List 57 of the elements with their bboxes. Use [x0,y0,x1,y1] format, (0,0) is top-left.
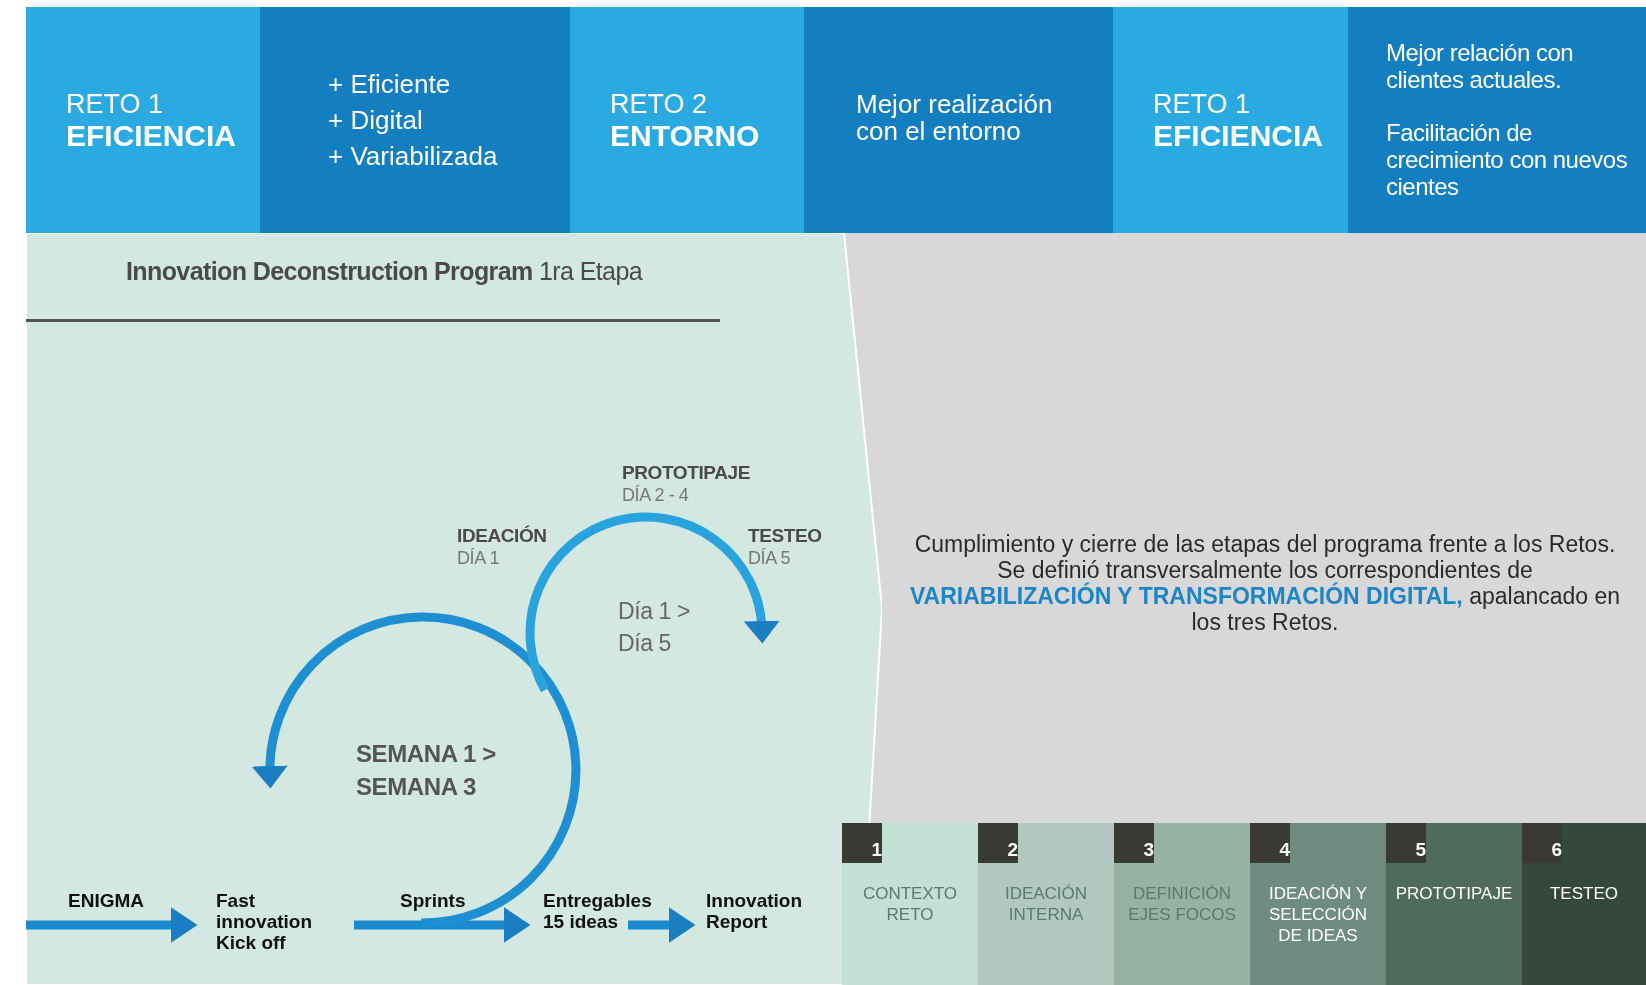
arrow [628,907,696,943]
section-heading: Innovation Deconstruction Program 1ra Etapa [126,257,642,286]
benefit-text: Mejor realización con el entorno [856,91,1054,145]
challenge-number: RETO 1 [66,89,164,120]
step-column [1386,823,1522,985]
step-column [1250,823,1386,985]
challenge-number: RETO 1 [1153,89,1251,120]
edge-label: Sprints [400,890,466,912]
phase-day: DÍA 5 [748,548,791,569]
arrow [354,907,531,943]
number-tab: 2 [978,823,1018,863]
benefit-text: Mejor relación con clientes actuales. [1386,39,1575,93]
challenge-title: EFICIENCIA [1153,119,1323,153]
number-tab: 1 [842,823,882,863]
step-label: TESTEO [1549,883,1619,904]
phase-day: DÍA 2 - 4 [622,485,689,506]
challenge-number: RETO 2 [610,89,708,120]
step-column [842,823,978,985]
header-tile [26,7,260,233]
summary-panel [845,233,1646,823]
benefit-item: + Variabilizada [328,141,498,172]
step-label: DEFINICIÓN EJES FOCOS [1127,883,1237,925]
header-tile [804,7,1113,233]
benefit-text: Facilitación de crecimiento con nuevos cientes [1386,119,1629,200]
step-column [978,823,1114,985]
duration-label: Día 5 [618,630,671,657]
duration-label: SEMANA 1 > [356,740,496,768]
header-tile [1348,7,1646,233]
challenge-title: ENTORNO [610,119,760,153]
flow-step: Fast innovation Kick off [216,890,326,953]
flow-step: Entregables 15 ideas [543,890,673,932]
phase-title: IDEACIÓN [457,525,547,547]
benefit-item: + Eficiente [328,69,451,100]
phase-title: PROTOTIPAJE [622,462,750,484]
header-tile [260,7,570,233]
duration-label: Día 1 > [618,598,690,625]
step-label: IDEACIÓN Y SELECCIÓN DE IDEAS [1267,883,1369,946]
phase-day: DÍA 1 [457,548,500,569]
step-label: CONTEXTO RETO [861,883,959,925]
step-column [1114,823,1250,985]
flow-step: Innovation Report [706,890,836,932]
number-tab: 6 [1522,823,1562,863]
challenge-title: EFICIENCIA [66,119,236,153]
header-tile [1113,7,1348,233]
step-label: IDEACIÓN INTERNA [1003,883,1089,925]
number-tab: 3 [1114,823,1154,863]
step-label: PROTOTIPAJE [1394,883,1514,904]
number-tab: 4 [1250,823,1290,863]
summary-text: Cumplimiento y cierre de las etapas del programa frente a los Retos. Se definió transversalmente los correspondientes de VARIABILIZACIÓN Y TRANSFORMACIÓN DIGITAL, apalancado en los tres Retos. [908,531,1622,635]
benefit-item: + Digital [328,105,423,136]
step-column [1522,823,1646,985]
phase-title: TESTEO [748,525,822,547]
header-tile [570,7,804,233]
edge-label: ENIGMA [68,890,144,912]
arrow [26,907,198,943]
duration-label: SEMANA 3 [356,773,476,801]
number-tab: 5 [1386,823,1426,863]
